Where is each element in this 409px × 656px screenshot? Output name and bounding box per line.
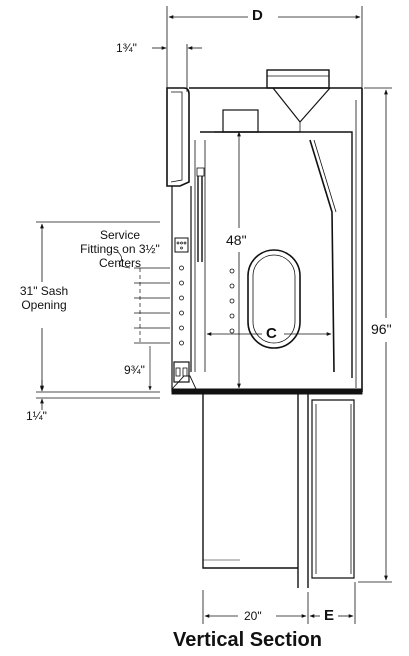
dimension-d-line: [166, 6, 363, 92]
label-bottom-offset: 1¼": [26, 409, 47, 423]
dimension-base-lines: [202, 582, 356, 624]
dimension-31-line: [36, 221, 160, 393]
label-d: D: [252, 7, 263, 24]
label-sash-opening: 31" Sash Opening: [19, 284, 69, 312]
work-surface: [171, 375, 363, 395]
interior-fittings: [229, 268, 235, 334]
label-e: E: [324, 607, 335, 624]
label-48: 48": [226, 232, 247, 248]
side-wall-opening: [247, 249, 301, 349]
label-c: C: [266, 325, 277, 342]
drawing-title: Vertical Section: [173, 629, 322, 651]
label-top-offset: 1¾": [116, 41, 137, 55]
dimension-96-line: [358, 87, 392, 583]
hood-cabinet: [166, 87, 363, 392]
dimension-fitting-ticks: [117, 251, 170, 391]
interior-liner: [200, 131, 353, 378]
label-fitting-spacing: 9¾": [124, 363, 145, 377]
sash-guide: [196, 167, 205, 262]
label-service-fittings: Service Fittings on 3½" Centers: [80, 228, 160, 270]
dimension-bottom-offset-line: [36, 380, 160, 410]
dimension-top-offset-line: [152, 44, 202, 92]
label-20: 20": [244, 609, 262, 623]
exhaust-duct: [266, 69, 331, 132]
base-cabinet: [202, 394, 355, 588]
label-96: 96": [371, 321, 392, 337]
light-fixture: [214, 109, 300, 133]
service-fittings: [173, 237, 190, 383]
